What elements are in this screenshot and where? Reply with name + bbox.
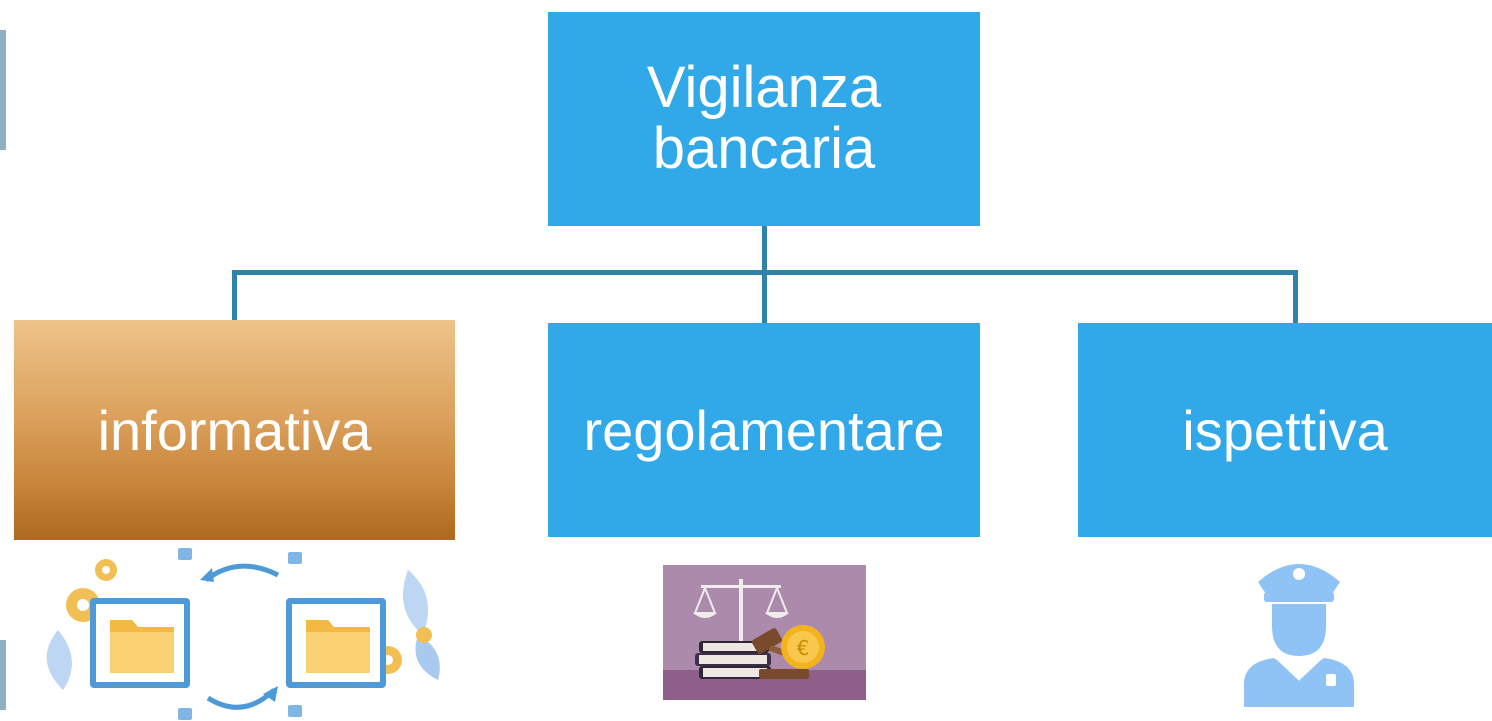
node-regolamentare[interactable]: regolamentare	[548, 323, 980, 537]
node-label: ispettiva	[1182, 398, 1388, 462]
root-label-line2: bancaria	[652, 116, 876, 181]
node-ispettiva[interactable]: ispettiva	[1078, 323, 1492, 537]
connector-horizontal	[232, 270, 1298, 275]
connector-left-drop	[232, 270, 237, 320]
node-label: regolamentare	[583, 398, 945, 462]
node-informativa[interactable]: informativa	[14, 320, 455, 540]
police-officer-icon	[1244, 564, 1354, 707]
left-edge-mark-top	[0, 30, 6, 150]
root-node[interactable]: Vigilanza bancaria	[548, 12, 980, 226]
folder-exchange-icon	[46, 548, 440, 720]
svg-text:€: €	[797, 636, 810, 660]
left-edge-mark-bottom	[0, 640, 6, 710]
node-label: informativa	[97, 398, 372, 462]
scales-gavel-euro-icon: €	[663, 565, 866, 700]
connector-right-drop	[1293, 270, 1298, 323]
root-label-line1: Vigilanza	[646, 55, 882, 121]
